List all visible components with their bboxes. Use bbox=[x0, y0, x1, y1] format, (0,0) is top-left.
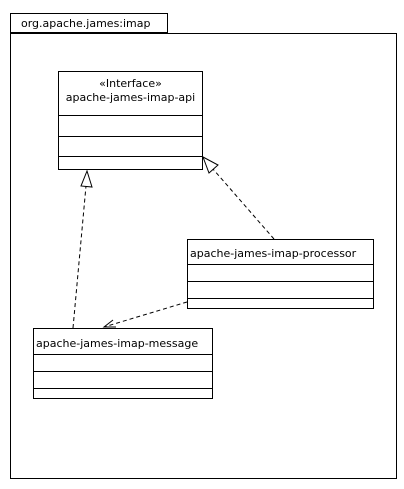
realization-message-to-api-line bbox=[72, 185, 87, 329]
attributes-divider bbox=[59, 115, 202, 116]
class-name-imap-api: apache-james-imap-api bbox=[65, 91, 196, 104]
extra-divider bbox=[59, 156, 202, 157]
package-tab: org.apache.james:imap bbox=[10, 13, 168, 33]
package-name: org.apache.james:imap bbox=[21, 17, 151, 30]
extra-divider bbox=[34, 388, 212, 389]
class-name-imap-message: apache-james-imap-message bbox=[36, 337, 199, 350]
attributes-divider bbox=[34, 354, 212, 355]
dependency-processor-to-message-line bbox=[103, 301, 188, 328]
interface-stereotype: «Interface» bbox=[99, 77, 162, 90]
dependency-processor-to-message-arrowhead bbox=[102, 319, 116, 328]
operations-divider bbox=[34, 371, 212, 372]
operations-divider bbox=[59, 136, 202, 137]
class-name-imap-processor: apache-james-imap-processor bbox=[190, 247, 357, 260]
class-box-imap-api[interactable]: «Interface» apache-james-imap-api bbox=[58, 71, 203, 170]
class-box-imap-processor[interactable]: apache-james-imap-processor bbox=[187, 239, 374, 309]
realization-message-to-api-arrowhead bbox=[80, 169, 93, 188]
class-box-imap-message[interactable]: apache-james-imap-message bbox=[33, 328, 213, 399]
attributes-divider bbox=[188, 264, 373, 265]
realization-processor-to-api-arrowhead bbox=[202, 155, 219, 174]
operations-divider bbox=[188, 281, 373, 282]
extra-divider bbox=[188, 298, 373, 299]
realization-processor-to-api-line bbox=[212, 168, 275, 240]
